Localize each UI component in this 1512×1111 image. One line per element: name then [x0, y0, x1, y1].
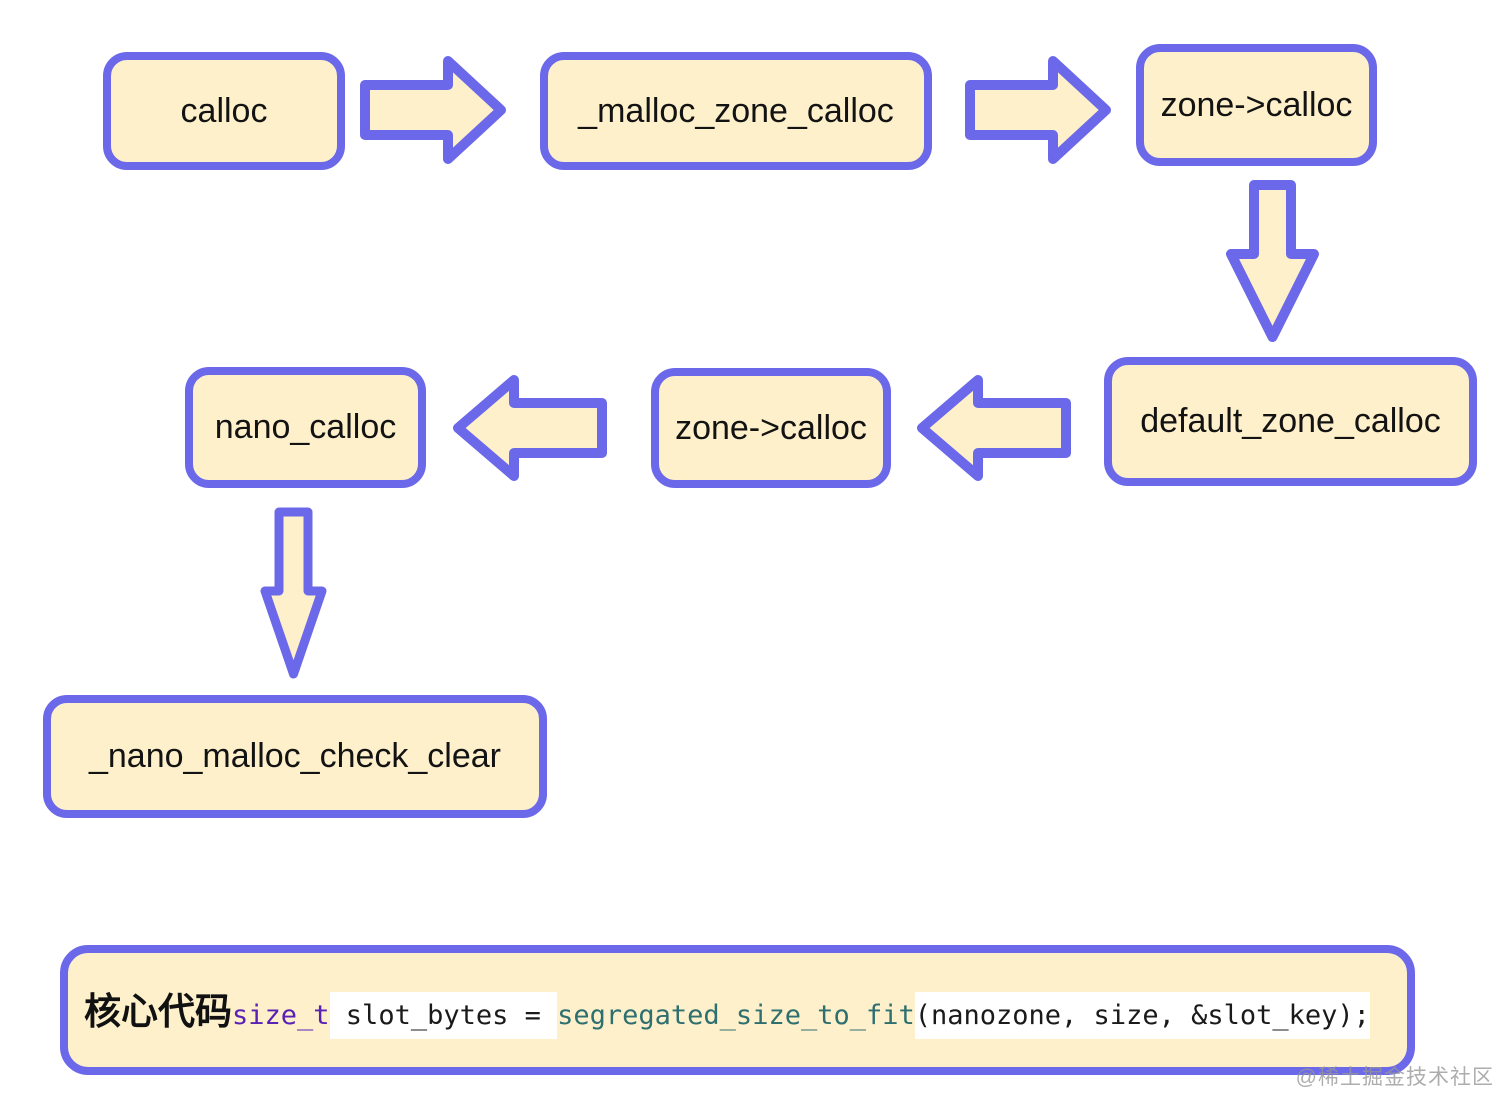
- arrow-right-icon: [965, 56, 1111, 164]
- arrow-left-icon: [917, 375, 1071, 481]
- flow-node-label: zone->calloc: [675, 408, 867, 447]
- watermark: @稀土掘金技术社区: [1295, 1066, 1494, 1089]
- flow-node-nano-malloc-check-clear: _nano_malloc_check_clear: [43, 695, 547, 818]
- code-keyword: size_t: [232, 1000, 330, 1031]
- arrow-left-icon: [453, 375, 607, 481]
- flow-node-zone-calloc-mid: zone->calloc: [651, 368, 891, 488]
- arrow-down-icon: [1226, 180, 1319, 342]
- flow-node-label: nano_calloc: [214, 408, 397, 446]
- code-function-name: segregated_size_to_fit: [557, 1000, 915, 1031]
- flow-node-default-zone-calloc: default_zone_calloc: [1104, 357, 1477, 486]
- code-panel-title: 核心代码: [84, 991, 232, 1032]
- flow-node-label: default_zone_calloc: [1140, 402, 1441, 440]
- flow-node-label: calloc: [180, 91, 268, 130]
- code-assignment: slot_bytes =: [329, 992, 558, 1039]
- flow-node-zone-calloc-top: zone->calloc: [1136, 44, 1377, 166]
- flow-node-label: _malloc_zone_calloc: [578, 91, 894, 130]
- flow-node-label: zone->calloc: [1160, 85, 1353, 124]
- code-arguments: (nanozone, size, &slot_key);: [914, 992, 1370, 1039]
- flow-node-calloc: calloc: [103, 52, 345, 170]
- arrow-down-icon: [260, 507, 327, 679]
- flow-node-nano-calloc: nano_calloc: [185, 367, 426, 488]
- flow-node-malloc-zone-calloc: _malloc_zone_calloc: [540, 52, 932, 170]
- flow-node-label: _nano_malloc_check_clear: [88, 737, 502, 775]
- arrow-right-icon: [360, 56, 506, 164]
